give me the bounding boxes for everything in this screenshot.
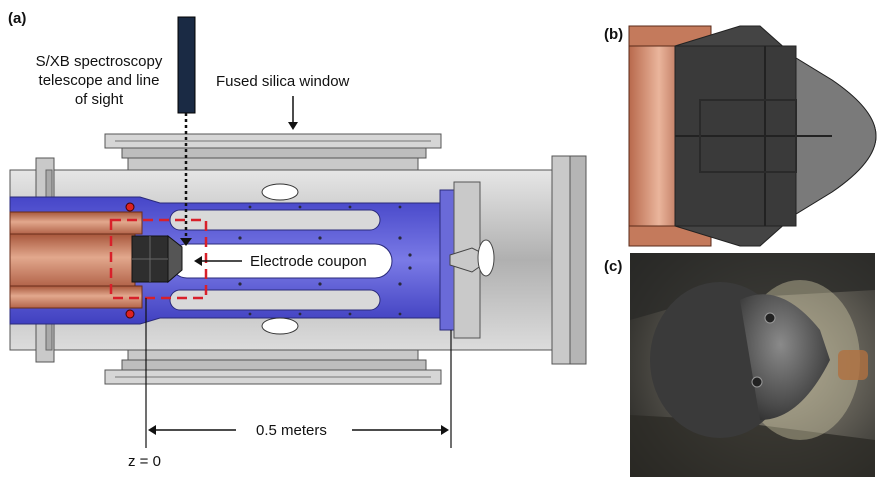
telescope-label-line-3: of sight [74,91,124,108]
telescope-label: S/XB spectroscopy telescope and line of … [24,52,174,109]
panel-c-photo [630,253,875,477]
window-arrow [288,96,298,130]
coupon-label: Electrode coupon [250,253,367,270]
scale-bar [145,298,452,448]
bolt-holes [238,205,412,316]
panel-b-tag: (b) [604,26,624,43]
panel-b-render [628,25,877,247]
bottom-window-flange [104,349,442,385]
telescope-label-line-1: S/XB spectroscopy [35,53,163,70]
window-label: Fused silica window [216,73,350,90]
scale-label: 0.5 meters [256,422,327,439]
telescope [177,16,196,246]
telescope-label-line-2: telescope and line [38,72,160,89]
zoom-region-box [109,218,208,300]
top-window-flange [104,133,442,171]
copper-conductor [9,202,183,319]
panel-a-tag: (a) [8,10,27,27]
coupon-arrow [194,256,242,266]
panel-c-tag: (c) [604,258,623,275]
origin-label: z = 0 [128,453,161,470]
